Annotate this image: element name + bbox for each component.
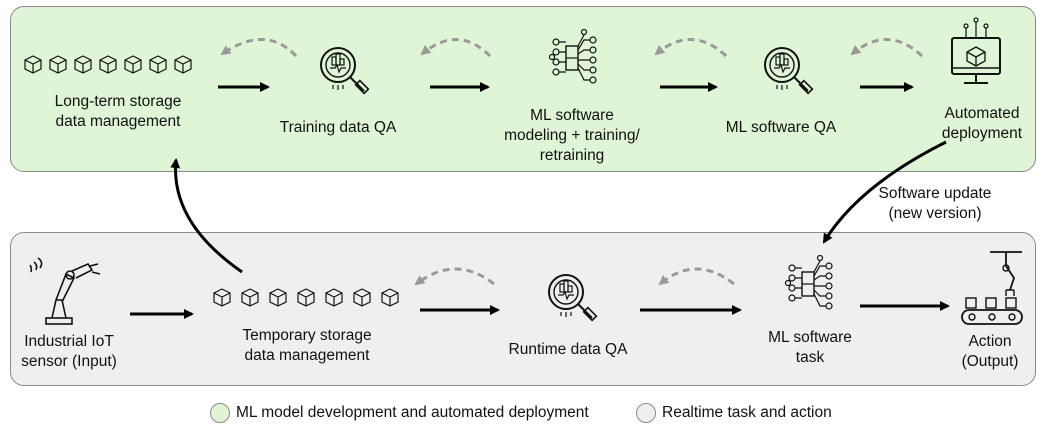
cube-icon xyxy=(149,55,167,74)
legend-item-gray: Realtime task and action xyxy=(636,403,832,423)
cube-icon xyxy=(297,288,315,307)
ml-model-label: ML software modeling + training/ retrain… xyxy=(492,106,652,166)
cube-icon xyxy=(325,288,343,307)
label-line: modeling + training/ xyxy=(504,127,640,144)
label-line: Action xyxy=(968,333,1012,350)
label-line: ML software xyxy=(530,107,614,124)
ml-task-label: ML software task xyxy=(750,328,870,368)
legend-item-green: ML model development and automated deplo… xyxy=(210,403,589,423)
ml-development-panel xyxy=(10,6,1036,172)
ml-task-network-icon xyxy=(784,254,833,310)
label-line: ML software xyxy=(768,329,852,346)
feedback-arrow-training-qa xyxy=(220,38,298,58)
label-line: data management xyxy=(244,347,370,364)
label-line: deployment xyxy=(941,125,1023,142)
cube-icon xyxy=(99,55,117,74)
feedback-arrow-model xyxy=(420,38,492,58)
legend-label: Realtime task and action xyxy=(662,404,832,421)
cube-icon xyxy=(241,288,259,307)
robot-arm-icon xyxy=(29,257,101,325)
runtime-qa-label: Runtime data QA xyxy=(508,341,628,358)
label-line: retraining xyxy=(539,147,605,164)
training-qa-label: Training data QA xyxy=(279,119,397,136)
label-line: (Output) xyxy=(961,353,1019,370)
monitor-cube-icon xyxy=(951,17,1001,84)
sensor-label: Industrial IoT sensor (Input) xyxy=(14,332,124,372)
label-line: Long-term storage xyxy=(54,93,182,110)
arrow-deploy-to-task xyxy=(822,140,947,244)
label-line: Software update xyxy=(878,185,992,202)
arrow-temp-to-longterm xyxy=(170,158,243,274)
action-label: Action (Output) xyxy=(950,332,1030,372)
label-line: Temporary storage xyxy=(242,327,372,344)
cube-icon xyxy=(24,55,42,74)
ml-model-network-icon xyxy=(548,28,597,84)
conveyor-icon xyxy=(961,251,1023,325)
deployment-label: Automated deployment xyxy=(932,104,1032,144)
legend-label: ML model development and automated deplo… xyxy=(236,404,589,421)
label-line: Automated xyxy=(944,105,1020,122)
cube-icon xyxy=(124,55,142,74)
training-qa-magnifier-icon xyxy=(320,47,370,95)
legend-swatch-green xyxy=(210,403,230,423)
temporary-storage-label: Temporary storage data management xyxy=(212,326,402,366)
cube-icon xyxy=(174,55,192,74)
cube-icon xyxy=(353,288,371,307)
label-line: (new version) xyxy=(888,205,982,222)
ml-qa-magnifier-icon xyxy=(764,47,814,95)
cube-row-longterm xyxy=(24,55,192,74)
longterm-storage-label: Long-term storage data management xyxy=(18,92,218,132)
realtime-task-panel xyxy=(10,232,1036,386)
cube-icon xyxy=(213,288,231,307)
cube-icon xyxy=(269,288,287,307)
runtime-qa-magnifier-icon xyxy=(548,274,598,322)
label-line: Industrial IoT xyxy=(24,333,114,350)
cube-icon xyxy=(49,55,67,74)
software-update-label: Software update (new version) xyxy=(860,184,1010,224)
legend-swatch-gray xyxy=(636,403,656,423)
label-line: data management xyxy=(55,113,181,130)
feedback-arrow-ml-qa xyxy=(654,38,728,58)
cube-row-temporary xyxy=(213,288,399,307)
feedback-arrow-runtime-qa xyxy=(414,267,495,286)
feedback-arrow-deploy xyxy=(850,38,924,58)
cube-icon xyxy=(74,55,92,74)
cube-icon xyxy=(381,288,399,307)
ml-qa-label: ML software QA xyxy=(725,119,837,136)
feedback-arrow-task xyxy=(658,267,735,286)
label-line: task xyxy=(795,349,825,366)
label-line: sensor (Input) xyxy=(21,353,117,370)
